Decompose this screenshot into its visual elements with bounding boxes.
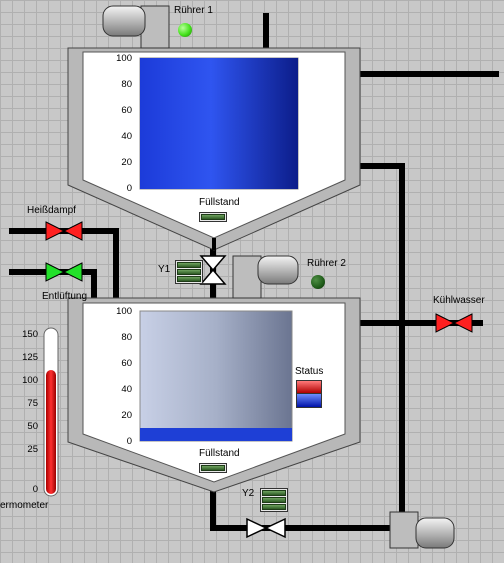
pump-motor xyxy=(389,511,455,549)
tank2-level-fill xyxy=(140,428,292,441)
tank2-scale-tick: 40 xyxy=(121,384,132,395)
tank2-scale-tick: 60 xyxy=(121,358,132,369)
y1-valve[interactable] xyxy=(199,255,227,285)
tank1-fill-label: Füllstand xyxy=(199,197,240,208)
tank2-scale-tick: 0 xyxy=(126,436,132,447)
thermometer-label: ermometer xyxy=(0,500,49,511)
tank1-level-fill xyxy=(140,58,298,189)
steam-valve-label: Heißdampf xyxy=(27,205,76,216)
tank1-fill-indicator xyxy=(199,212,227,222)
coolant-valve[interactable] xyxy=(435,313,473,333)
thermometer-scale-tick: 50 xyxy=(27,421,38,432)
tank2-status-label: Status xyxy=(295,366,324,377)
thermometer-gauge xyxy=(43,327,59,497)
thermometer-scale-tick: 100 xyxy=(22,375,38,386)
y1-status-indicator xyxy=(175,260,203,284)
coolant-valve-label: Kühlwasser xyxy=(433,295,485,306)
agitator1-motor xyxy=(102,5,170,49)
steam-valve[interactable] xyxy=(45,221,83,241)
tank2-status-indicator xyxy=(296,380,322,408)
agitator1-status-led xyxy=(178,23,192,37)
y2-status-indicator xyxy=(260,488,288,512)
vent-valve-label: Entlüftung xyxy=(42,291,88,302)
tank1-scale-tick: 40 xyxy=(121,131,132,142)
tank2-fill-indicator xyxy=(199,463,227,473)
tank1-scale-tick: 100 xyxy=(116,53,132,64)
thermometer-scale-tick: 0 xyxy=(32,484,38,495)
tank2-scale-tick: 80 xyxy=(121,332,132,343)
agitator2-status-led xyxy=(311,275,325,289)
thermometer-scale-tick: 75 xyxy=(27,398,38,409)
tank2-scale-tick: 20 xyxy=(121,410,132,421)
tank1-scale-tick: 60 xyxy=(121,105,132,116)
tank2-level-track xyxy=(139,310,293,442)
tank1-scale-tick: 0 xyxy=(126,183,132,194)
thermometer-scale-tick: 25 xyxy=(27,444,38,455)
y2-valve[interactable] xyxy=(246,517,286,539)
agitator1-label: Rührer 1 xyxy=(174,5,213,16)
thermometer-scale-tick: 125 xyxy=(22,352,38,363)
agitator2-label: Rührer 2 xyxy=(307,258,346,269)
agitator2-motor xyxy=(232,255,299,299)
tank2-scale-tick: 100 xyxy=(116,306,132,317)
tank1-scale-tick: 80 xyxy=(121,79,132,90)
y2-label: Y2 xyxy=(242,488,255,499)
tank2-fill-label: Füllstand xyxy=(199,448,240,459)
tank1-scale-tick: 20 xyxy=(121,157,132,168)
thermometer-scale-tick: 150 xyxy=(22,329,38,340)
vent-valve[interactable] xyxy=(45,262,83,282)
y1-label: Y1 xyxy=(158,264,171,275)
